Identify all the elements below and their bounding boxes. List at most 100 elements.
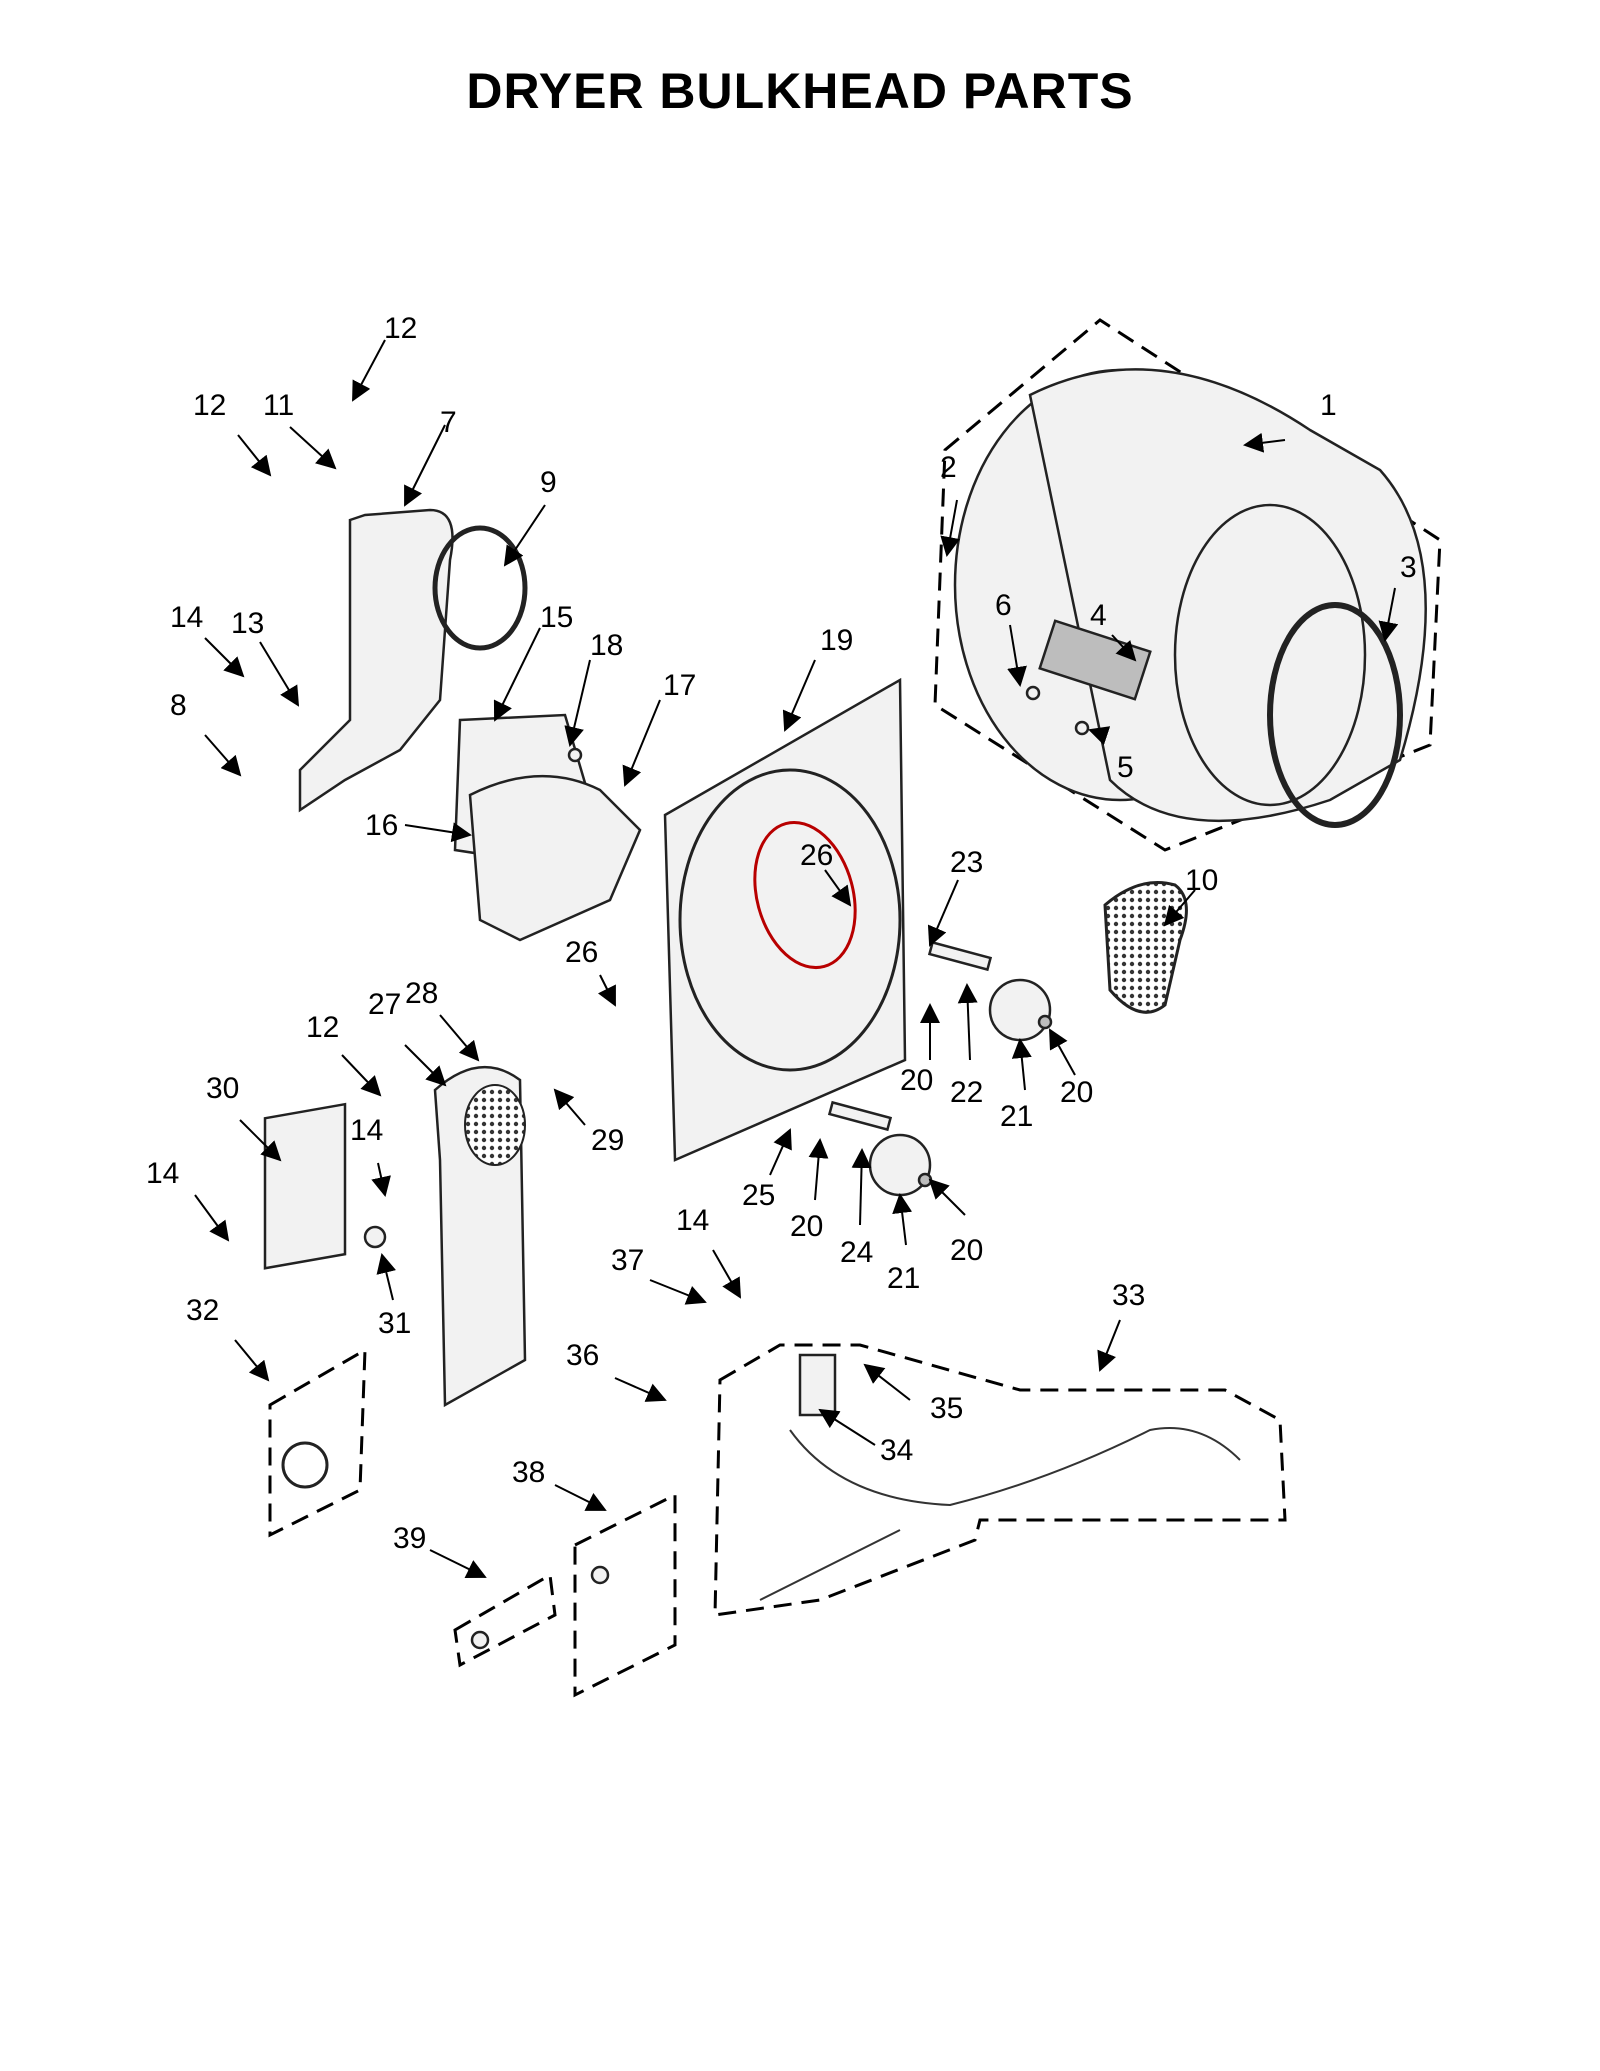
callout-2: 2 (940, 451, 957, 484)
diagram-title: DRYER BULKHEAD PARTS (466, 63, 1134, 119)
callout-5: 5 (1117, 751, 1134, 784)
kit-39-nut (470, 1630, 490, 1650)
drum-baffle (1038, 619, 1152, 701)
leader-8 (204, 734, 242, 777)
callout-15: 15 (540, 601, 573, 634)
leader-2 (940, 499, 961, 557)
leader-20-d (928, 1178, 966, 1216)
callout-12-left: 12 (193, 389, 226, 422)
leader-7 (404, 424, 446, 507)
harness-lead (759, 1529, 901, 1601)
callout-31: 31 (378, 1307, 411, 1340)
callout-18: 18 (590, 629, 623, 662)
kit-38-terminal (590, 1565, 610, 1585)
callout-20-d: 20 (950, 1234, 983, 1267)
callout-28: 28 (405, 977, 438, 1010)
callout-14-top: 14 (170, 601, 203, 634)
leader-12-left (237, 434, 272, 477)
lint-screen-grille (1103, 881, 1188, 1014)
leader-34 (818, 1408, 876, 1446)
kit-38-box (573, 1492, 677, 1698)
blower-housing (468, 775, 642, 942)
callout-21-b: 21 (887, 1262, 920, 1295)
leader-20-b (1049, 1028, 1076, 1076)
callout-22: 22 (950, 1076, 983, 1109)
leader-24 (851, 1148, 872, 1226)
callout-37: 37 (611, 1244, 644, 1277)
callout-24: 24 (840, 1236, 873, 1269)
callout-11: 11 (263, 389, 294, 422)
kit-39-box (453, 1572, 557, 1668)
drum-assembly (933, 318, 1442, 852)
duct-seal-ring (432, 525, 528, 651)
leader-27 (404, 1044, 447, 1087)
leader-12-lower (341, 1054, 382, 1097)
leader-3 (1378, 587, 1399, 642)
leader-14-lower (712, 1249, 741, 1299)
leader-35 (863, 1363, 911, 1401)
leader-9 (503, 504, 546, 567)
lint-screen (1103, 881, 1188, 1014)
callout-23: 23 (950, 846, 983, 879)
thermal-cutoff (363, 1225, 387, 1249)
callout-26-a: 26 (800, 839, 833, 872)
leader-23 (927, 879, 959, 947)
callout-34: 34 (880, 1434, 913, 1467)
heater-duct-screen (464, 1084, 526, 1166)
leader-31 (376, 1253, 396, 1301)
bulkhead-panel (663, 677, 907, 1162)
leader-29 (553, 1088, 586, 1126)
leader-20-c (808, 1138, 829, 1201)
callout-14-left: 14 (146, 1157, 179, 1190)
heater-element (263, 1102, 347, 1270)
leader-30 (239, 1119, 282, 1162)
baffle-screw (1025, 685, 1041, 701)
leader-28 (439, 1014, 480, 1062)
callout-20-a: 20 (900, 1064, 933, 1097)
bulkhead-drum-seal (678, 768, 902, 1072)
terminal-block (798, 1353, 837, 1417)
callout-39: 39 (393, 1522, 426, 1555)
callout-19: 19 (820, 624, 853, 657)
callout-8: 8 (170, 689, 187, 722)
leader-14-mid (371, 1162, 391, 1197)
drum-opening (1173, 503, 1367, 807)
callout-4: 4 (1090, 599, 1107, 632)
callout-38: 38 (512, 1456, 545, 1489)
callout-14-lower: 14 (676, 1204, 709, 1237)
roller-shaft-lower (827, 1100, 893, 1132)
leader-12-top (352, 339, 386, 402)
leader-25 (769, 1128, 792, 1176)
callout-21-a: 21 (1000, 1100, 1033, 1133)
callout-16: 16 (365, 809, 398, 842)
leader-26-a (824, 869, 852, 907)
leader-10 (1163, 889, 1196, 927)
leader-17 (622, 699, 661, 787)
callout-1: 1 (1320, 389, 1337, 422)
leader-19 (782, 659, 816, 732)
leader-21-a (1011, 1038, 1032, 1091)
callout-27: 27 (368, 988, 401, 1021)
leader-11 (289, 426, 337, 470)
kit-32-clamp (281, 1441, 329, 1489)
callout-labels: 1 2 3 4 5 6 7 8 9 10 11 12 12 (146, 312, 1417, 1579)
callout-circle (753, 820, 857, 970)
leader-14-top (204, 637, 245, 678)
housing-screw (567, 747, 583, 763)
callout-30: 30 (206, 1072, 239, 1105)
leader-6 (1007, 624, 1027, 687)
callout-12-top: 12 (384, 312, 417, 345)
drum-roller-upper (988, 978, 1052, 1042)
callout-14-mid: 14 (350, 1114, 383, 1147)
blower-housing-group (298, 508, 642, 942)
leader-21-b (892, 1193, 913, 1246)
retaining-ring-lower (917, 1172, 933, 1188)
kits (268, 1347, 677, 1698)
drum-kit-dashed-box (933, 318, 1442, 852)
wire-harness-box (713, 1343, 1287, 1617)
callout-10: 10 (1185, 864, 1218, 897)
leader-18 (564, 659, 591, 747)
leader-38 (554, 1484, 607, 1511)
leader-4 (1111, 634, 1137, 662)
